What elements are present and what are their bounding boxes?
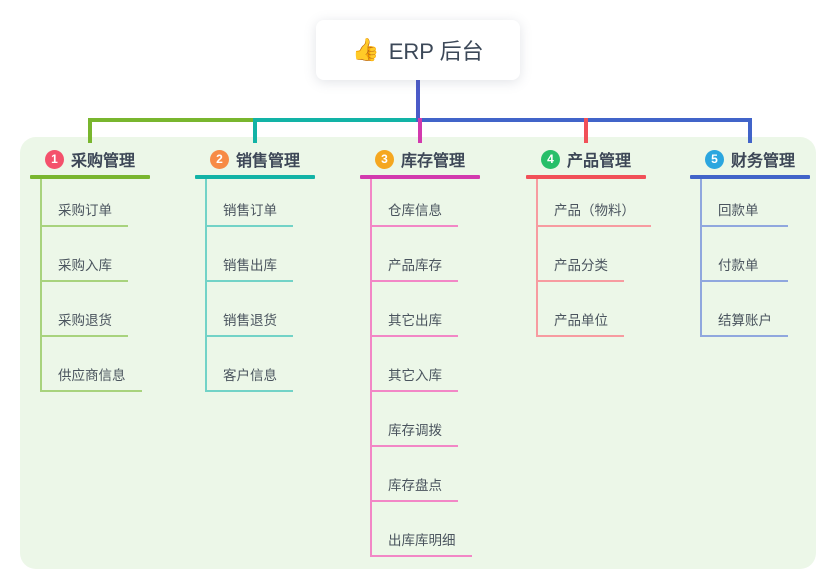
child-node[interactable]: 销售订单: [207, 179, 293, 227]
child-node-label: 其它出库: [388, 313, 442, 328]
child-node-label: 回款单: [718, 203, 759, 218]
child-node[interactable]: 出库库明细: [372, 502, 472, 557]
child-node[interactable]: 其它入库: [372, 337, 458, 392]
branch-label: 财务管理: [730, 153, 795, 170]
branch-number-badge: 1: [44, 149, 64, 169]
child-node-label: 产品库存: [388, 258, 442, 273]
child-node[interactable]: 客户信息: [207, 337, 293, 392]
root-node-label: ERP 后台: [388, 39, 484, 64]
child-node-label: 供应商信息: [58, 368, 126, 383]
child-node-label: 客户信息: [223, 368, 277, 383]
branch-label: 产品管理: [566, 153, 631, 170]
branch-node[interactable]: 2 销售管理: [195, 146, 315, 172]
branch-label: 采购管理: [70, 153, 135, 170]
branch-number-badge: 2: [209, 149, 229, 169]
drop-line-5: [748, 118, 752, 143]
child-node-label: 库存盘点: [388, 478, 442, 493]
child-node-label: 其它入库: [388, 368, 442, 383]
branch-children: 采购订单采购入库采购退货供应商信息: [40, 179, 150, 392]
child-node-label: 销售订单: [223, 203, 277, 218]
child-node-label: 销售出库: [223, 258, 277, 273]
branch-number-badge: 4: [540, 149, 560, 169]
branch-underline: [526, 175, 646, 179]
child-node[interactable]: 销售退货: [207, 282, 293, 337]
branches-panel: [20, 137, 816, 569]
child-node[interactable]: 付款单: [702, 227, 788, 282]
hline-green: [88, 118, 253, 122]
branch-label: 销售管理: [235, 153, 300, 170]
branch-children: 产品（物料） 产品分类产品单位: [536, 179, 651, 337]
branch-财务管理: 5 财务管理回款单付款单结算账户: [690, 146, 810, 337]
branch-underline: [690, 175, 810, 179]
branch-node[interactable]: 5 财务管理: [690, 146, 810, 172]
branch-销售管理: 2 销售管理销售订单销售出库销售退货客户信息: [195, 146, 315, 392]
branch-underline: [360, 175, 480, 179]
child-node[interactable]: 产品（物料）: [538, 179, 651, 227]
thumbs-up-icon: 👍: [352, 37, 380, 62]
child-node[interactable]: 供应商信息: [42, 337, 142, 392]
child-node[interactable]: 产品单位: [538, 282, 624, 337]
child-node[interactable]: 采购入库: [42, 227, 128, 282]
hline-teal: [253, 118, 416, 122]
drop-line-3: [418, 118, 422, 143]
child-node-label: 采购入库: [58, 258, 112, 273]
child-node-label: 销售退货: [223, 313, 277, 328]
branch-underline: [30, 175, 150, 179]
branch-children: 仓库信息产品库存其它出库其它入库库存调拨库存盘点出库库明细: [370, 179, 480, 557]
child-node[interactable]: 产品分类: [538, 227, 624, 282]
child-node-label: 出库库明细: [388, 533, 456, 548]
child-node[interactable]: 库存调拨: [372, 392, 458, 447]
branch-children: 回款单付款单结算账户: [700, 179, 810, 337]
child-node-label: 产品单位: [554, 313, 608, 328]
child-node-label: 付款单: [718, 258, 759, 273]
child-node[interactable]: 回款单: [702, 179, 788, 227]
child-node-label: 产品（物料）: [554, 203, 635, 218]
child-node-label: 仓库信息: [388, 203, 442, 218]
child-node-label: 采购退货: [58, 313, 112, 328]
branch-label: 库存管理: [400, 153, 465, 170]
branch-number-badge: 5: [704, 149, 724, 169]
branch-children: 销售订单销售出库销售退货客户信息: [205, 179, 315, 392]
branch-node[interactable]: 3 库存管理: [360, 146, 480, 172]
child-node[interactable]: 库存盘点: [372, 447, 458, 502]
drop-line-2: [253, 118, 257, 143]
child-node[interactable]: 采购订单: [42, 179, 128, 227]
branch-node[interactable]: 1 采购管理: [30, 146, 150, 172]
child-node-label: 库存调拨: [388, 423, 442, 438]
child-node-label: 结算账户: [718, 313, 772, 328]
root-stem-line: [416, 80, 420, 118]
branch-库存管理: 3 库存管理仓库信息产品库存其它出库其它入库库存调拨库存盘点出库库明细: [360, 146, 480, 557]
drop-line-4: [584, 118, 588, 143]
branch-采购管理: 1 采购管理采购订单采购入库采购退货供应商信息: [30, 146, 150, 392]
child-node[interactable]: 产品库存: [372, 227, 458, 282]
child-node[interactable]: 销售出库: [207, 227, 293, 282]
drop-line-1: [88, 118, 92, 143]
child-node-label: 产品分类: [554, 258, 608, 273]
child-node[interactable]: 仓库信息: [372, 179, 458, 227]
branch-产品管理: 4 产品管理产品（物料） 产品分类产品单位: [526, 146, 651, 337]
root-node[interactable]: 👍 ERP 后台: [316, 20, 520, 80]
branch-underline: [195, 175, 315, 179]
child-node[interactable]: 采购退货: [42, 282, 128, 337]
child-node[interactable]: 结算账户: [702, 282, 788, 337]
child-node[interactable]: 其它出库: [372, 282, 458, 337]
child-node-label: 采购订单: [58, 203, 112, 218]
branch-node[interactable]: 4 产品管理: [526, 146, 646, 172]
branch-number-badge: 3: [374, 149, 394, 169]
